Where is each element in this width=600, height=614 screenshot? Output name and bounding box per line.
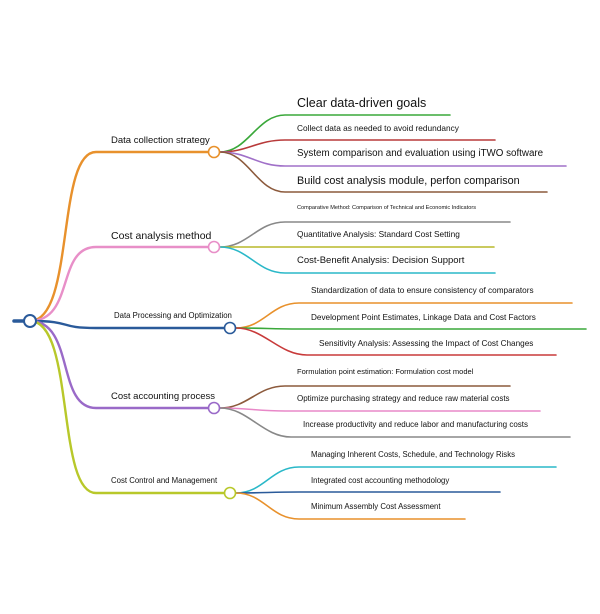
branch-node-5 xyxy=(223,486,237,500)
branch-label-1: Data collection strategy xyxy=(111,135,210,146)
leaf-link-5-2 xyxy=(235,491,501,494)
nodes xyxy=(23,145,237,500)
leaf-label-5-3: Minimum Assembly Cost Assessment xyxy=(311,502,441,511)
leaf-link-1-3 xyxy=(219,151,567,167)
leaf-label-4-2: Optimize purchasing strategy and reduce … xyxy=(297,394,510,403)
leaf-link-1-4 xyxy=(219,151,548,193)
branch-label-4: Cost accounting process xyxy=(111,391,215,402)
leaf-link-1-2 xyxy=(219,139,496,153)
leaf-link-4-2 xyxy=(219,407,541,412)
leaf-link-3-2 xyxy=(235,327,587,330)
leaf-link-3-1 xyxy=(235,302,573,329)
leaf-link-1-1 xyxy=(219,114,451,153)
branch-link-2 xyxy=(28,245,216,323)
branch-link-4 xyxy=(28,319,216,410)
leaf-label-1-4: Build cost analysis module, perfon compa… xyxy=(297,175,520,187)
leaf-label-2-3: Cost-Benefit Analysis: Decision Support xyxy=(297,255,465,266)
leaf-label-1-1: Clear data-driven goals xyxy=(297,96,426,110)
leaf-link-2-1 xyxy=(219,221,511,248)
leaf-link-4-1 xyxy=(219,385,511,409)
leaf-label-2-1: Comparative Method: Comparison of Techni… xyxy=(297,205,476,211)
leaf-label-1-3: System comparison and evaluation using i… xyxy=(297,148,544,159)
leaf-label-3-3: Sensitivity Analysis: Assessing the Impa… xyxy=(319,339,533,348)
leaf-label-4-3: Increase productivity and reduce labor a… xyxy=(303,420,528,429)
branch-label-3: Data Processing and Optimization xyxy=(114,311,232,320)
branch-link-3 xyxy=(28,319,232,330)
branch-node-4 xyxy=(207,401,221,415)
leaf-links xyxy=(219,114,587,520)
leaf-label-5-2: Integrated cost accounting methodology xyxy=(311,476,449,485)
leaf-link-5-1 xyxy=(235,466,557,494)
branch-label-5: Cost Control and Management xyxy=(111,476,218,485)
branch-node-3 xyxy=(223,321,237,335)
branch-node-1 xyxy=(207,145,221,159)
leaf-label-4-1: Formulation point estimation: Formulatio… xyxy=(297,367,474,376)
branch-link-5 xyxy=(28,319,232,495)
leaf-link-3-3 xyxy=(235,327,557,356)
leaf-label-1-2: Collect data as needed to avoid redundan… xyxy=(297,123,460,133)
root-node xyxy=(23,314,37,328)
leaf-link-2-3 xyxy=(219,246,496,274)
branch-label-2: Cost analysis method xyxy=(111,230,212,242)
leaf-label-5-1: Managing Inherent Costs, Schedule, and T… xyxy=(311,450,515,459)
leaf-label-3-2: Development Point Estimates, Linkage Dat… xyxy=(311,313,536,322)
branch-link-1 xyxy=(28,150,216,323)
leaf-label-2-2: Quantitative Analysis: Standard Cost Set… xyxy=(297,229,460,239)
branch-node-2 xyxy=(207,240,221,254)
labels: Data collection strategy Clear data-drive… xyxy=(111,96,544,511)
leaf-link-4-3 xyxy=(219,407,571,438)
branch-links xyxy=(12,150,232,495)
leaf-label-3-1: Standardization of data to ensure consis… xyxy=(311,286,534,295)
leaf-link-5-3 xyxy=(235,492,466,520)
